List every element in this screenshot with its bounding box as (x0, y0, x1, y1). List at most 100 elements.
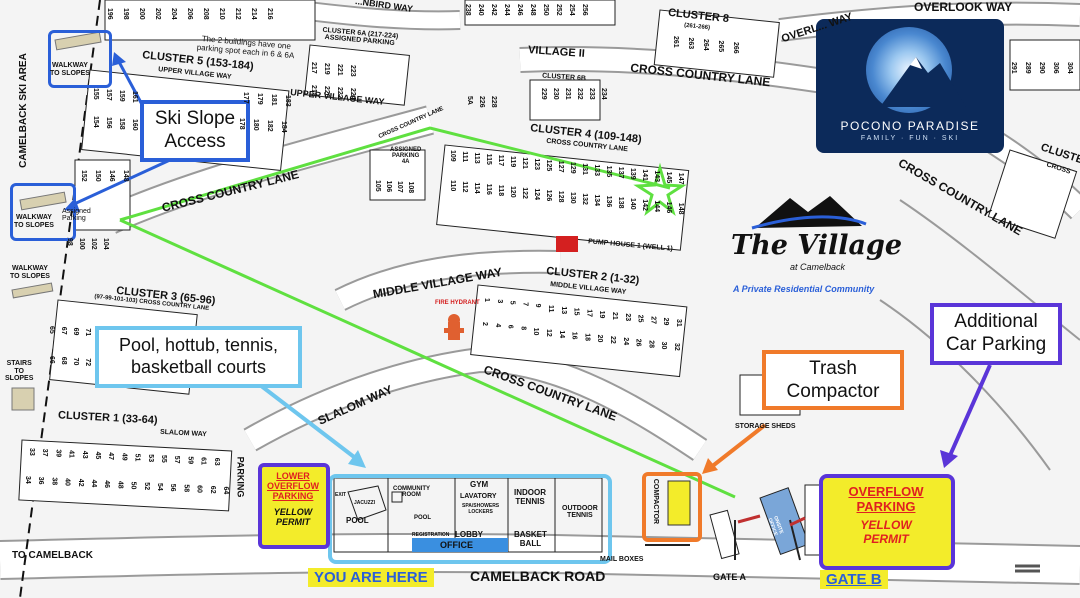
unit-number: 157 (105, 89, 112, 101)
unit-number: 102 (90, 238, 97, 250)
unit-number: 131 (581, 163, 588, 175)
overflow-gate-b-frame (819, 474, 955, 570)
unit-number: 3 (496, 299, 503, 303)
unit-number: 14 (558, 330, 565, 338)
unit-number: 108 (407, 182, 414, 194)
village-subtitle: at Camelback (790, 262, 846, 272)
unit-number: 118 (497, 185, 504, 196)
pump-house (556, 236, 578, 252)
unit-number: 148 (677, 203, 684, 215)
unit-number: 23 (624, 313, 631, 321)
unit-number: 148 (122, 170, 129, 182)
unit-number: 26 (635, 339, 642, 347)
unit-number: 256 (581, 4, 588, 16)
unit-number: 135 (605, 166, 612, 178)
unit-number: 291 (1010, 62, 1017, 74)
unit-number: 67 (60, 327, 67, 335)
unit-number: 220 (323, 86, 330, 98)
unit-number: 150 (94, 170, 101, 182)
unit-number: 244 (503, 4, 510, 16)
road-camelback-road: CAMELBACK ROAD (470, 568, 606, 584)
gate-barriers (737, 514, 806, 527)
unit-number: 60 (196, 485, 203, 493)
compactor-arrow (708, 423, 767, 470)
unit-number: 25 (637, 315, 644, 323)
unit-number: 44 (90, 480, 97, 488)
unit-number: 47 (107, 452, 114, 460)
unit-number: 51 (134, 454, 141, 462)
unit-number: 8 (519, 326, 526, 330)
unit-number: 146 (108, 170, 115, 182)
unit-number: 206 (186, 8, 193, 20)
unit-number: 12 (545, 329, 552, 337)
unit-number: 140 (629, 198, 636, 210)
unit-number: 48 (116, 481, 123, 489)
community-room-label: COMMUNITY ROOM (393, 486, 430, 498)
unit-number: 177 (242, 92, 249, 104)
walkway-label-2: WALKWAY TO SLOPES (14, 214, 54, 229)
unit-number: 221 (336, 64, 343, 76)
unit-number: 123 (533, 158, 540, 170)
unit-number: 196 (106, 8, 113, 20)
unit-number: 289 (1024, 62, 1031, 74)
unit-number: 5 (509, 301, 516, 305)
unit-number: 55 (160, 455, 167, 463)
unit-number: 116 (485, 184, 492, 195)
walkway-label-1: WALKWAY TO SLOPES (50, 62, 90, 77)
unit-number: 33 (28, 448, 35, 456)
road-overlook-way: OVERLOOK WAY (914, 0, 1013, 14)
additional-parking-callout: Additional Car Parking (930, 303, 1062, 365)
unit-number: 216 (266, 8, 273, 20)
unit-number: 107 (396, 181, 403, 193)
unit-number: 254 (568, 4, 575, 16)
unit-number: 136 (605, 196, 612, 208)
unit-number: 24 (622, 337, 629, 345)
gym-label: GYM (470, 480, 489, 489)
unit-number: 212 (234, 8, 241, 20)
unit-number: 224 (349, 88, 356, 100)
unit-number: 228 (490, 96, 497, 108)
unit-number: 178 (238, 118, 245, 130)
unit-number: 122 (521, 187, 528, 199)
unit-number: 19 (598, 311, 605, 319)
unit-number: 184 (280, 121, 287, 133)
unit-number: 17 (585, 309, 592, 317)
unit-number: 22 (609, 336, 616, 344)
registration-label: REGISTRATION (412, 532, 450, 538)
pocono-tagline: FAMILY · FUN · SKI (860, 135, 960, 142)
unit-number: 132 (581, 193, 588, 205)
gate-a-label: GATE A (713, 572, 746, 582)
unit-number: 180 (252, 119, 259, 131)
indoor-tennis-label: INDOOR TENNIS (514, 488, 546, 506)
unit-number: 52 (143, 482, 150, 490)
unit-number: 71 (84, 328, 91, 336)
unit-number: 159 (118, 90, 125, 102)
unit-number: 53 (147, 454, 154, 462)
mountain-peaks-icon (880, 57, 966, 107)
unit-number: 62 (209, 486, 216, 494)
arrowhead-icon (940, 450, 958, 468)
unit-number: 232 (576, 88, 583, 100)
unit-number: 117 (497, 155, 504, 166)
unit-number: 112 (461, 181, 468, 192)
unit-number: 106 (385, 181, 392, 193)
unit-number: 98 (66, 238, 73, 246)
unit-number: 36 (37, 477, 44, 485)
unit-number: 202 (154, 8, 161, 20)
unit-number: 4 (494, 323, 501, 327)
unit-number: 137 (617, 167, 624, 179)
unit-number: 200 (138, 8, 145, 20)
pool-label: POOL (346, 516, 369, 525)
green-route-lower (119, 218, 736, 499)
unit-number: 129 (569, 162, 576, 174)
unit-number: 28 (647, 340, 654, 348)
unit-number: 100 (78, 238, 85, 250)
unit-number: 252 (555, 4, 562, 16)
unit-number: 10 (532, 328, 539, 336)
unit-number: 238 (464, 4, 471, 16)
unit-number: 266 (732, 42, 739, 54)
unit-number: 37 (41, 449, 48, 457)
unit-number: 204 (170, 8, 177, 20)
trash-compactor-callout: Trash Compactor (762, 350, 904, 410)
